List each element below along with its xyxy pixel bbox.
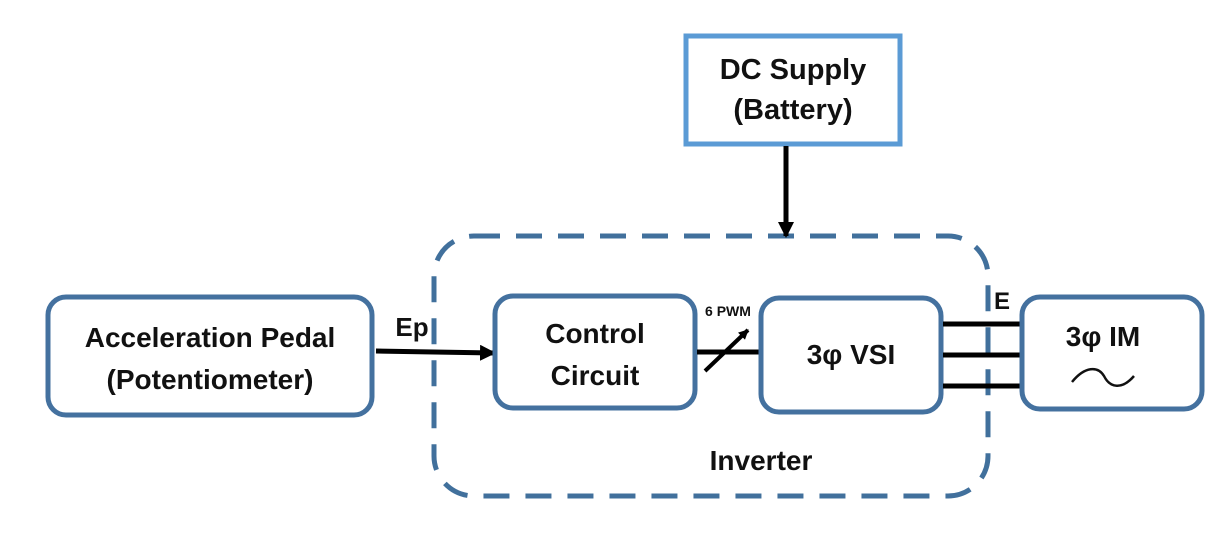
ep-signal-label: Ep [395,312,428,342]
control-circuit-box [492,293,698,411]
pwm-bus-slash [703,328,750,373]
induction-motor-box [1019,294,1205,412]
ac-sine-icon [1071,368,1135,387]
inverter-label: Inverter [710,445,813,476]
acceleration-pedal-label: Acceleration Pedal [85,322,336,353]
dc-supply-sublabel: (Battery) [733,94,852,126]
inverter-frame [431,233,991,499]
dc-supply-label: DC Supply [720,54,867,86]
acceleration-pedal-box [45,294,375,418]
vsi-box [758,295,944,415]
control-circuit-label: Control [545,318,645,349]
e-signal-label: E [994,288,1010,315]
acceleration-pedal-sublabel: (Potentiometer) [107,364,314,395]
vsi-label: 3φ VSI [807,339,896,370]
dc-supply-box [683,33,903,147]
induction-motor-label: 3φ IM [1066,321,1140,352]
pwm-signal-label: 6 PWM [705,303,751,319]
control-circuit-sublabel: Circuit [551,360,640,391]
ep-arrow [375,344,496,361]
